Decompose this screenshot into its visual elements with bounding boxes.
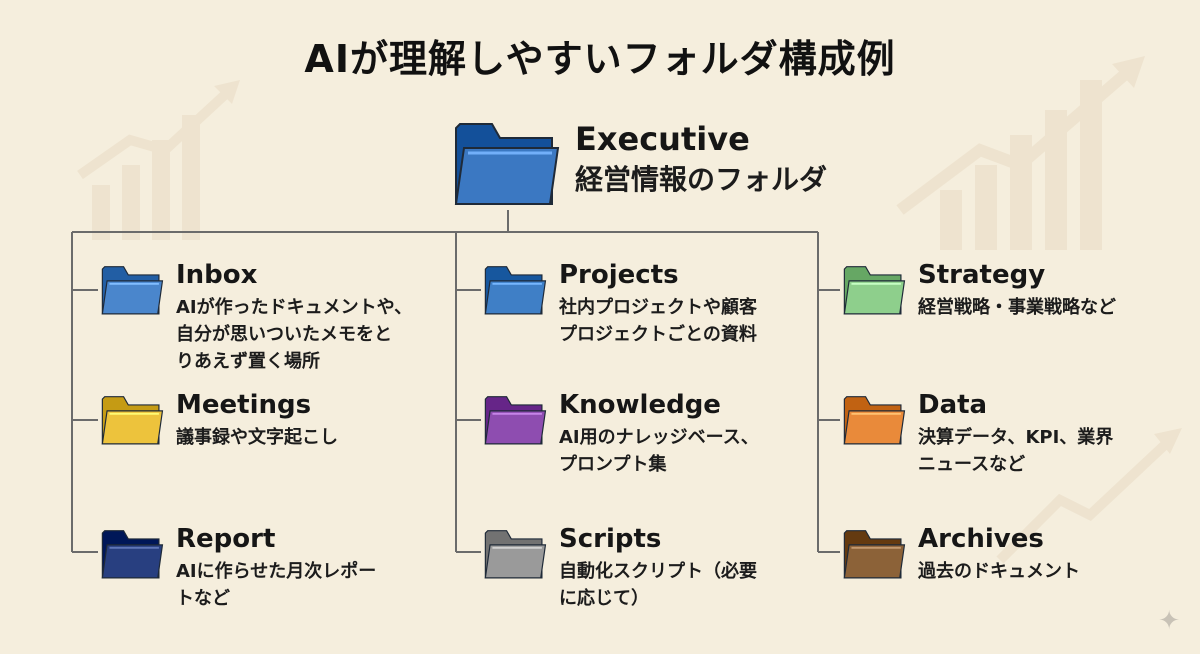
folder-description-line: AIが作ったドキュメントや、 (176, 297, 413, 318)
folder-icon (843, 396, 906, 445)
folder-name: Data (918, 390, 988, 420)
folder-name: Report (176, 524, 276, 554)
folder-icon (101, 266, 164, 315)
folder-description-line: 過去のドキュメント (918, 561, 1080, 582)
folder-icon (843, 530, 906, 579)
folder-desc-executive: 経営情報のフォルダ (575, 163, 828, 196)
folder-name-executive: Executive (575, 120, 750, 158)
folder-data: Data 決算データ、KPI、業界ニュースなど (842, 390, 1182, 502)
folder-icon (101, 396, 164, 445)
folder-description-line: 議事録や文字起こし (176, 427, 338, 448)
folder-archives: Archives 過去のドキュメント (842, 524, 1182, 636)
folder-executive: Executive 経営情報のフォルダ (452, 116, 872, 216)
folder-icon (484, 396, 547, 445)
folder-description-line: ニュースなど (918, 454, 1026, 475)
folder-description-line: 経営戦略・事業戦略など (918, 297, 1116, 318)
folder-name: Scripts (559, 524, 662, 554)
folder-name: Archives (918, 524, 1044, 554)
tree-connector-lines (71, 210, 840, 553)
folder-description-line: りあえず置く場所 (176, 351, 320, 372)
folder-description-line: プロジェクトごとの資料 (559, 324, 757, 345)
folder-description-line: 自動化スクリプト（必要 (559, 561, 757, 582)
folder-icon (843, 266, 906, 315)
folder-description-line: に応じて） (559, 588, 649, 609)
folder-description-line: 決算データ、KPI、業界 (918, 427, 1114, 448)
folder-icon (454, 123, 560, 205)
folder-icon (101, 530, 164, 579)
folder-name: Strategy (918, 260, 1046, 290)
folder-description-line: トなど (176, 588, 230, 609)
folder-strategy: Strategy 経営戦略・事業戦略など (842, 260, 1182, 372)
folder-icon (484, 530, 547, 579)
folder-name: Knowledge (559, 390, 721, 420)
folder-name: Projects (559, 260, 679, 290)
sparkle-icon: ✦ (1158, 606, 1180, 636)
folder-meetings: Meetings 議事録や文字起こし (100, 390, 440, 502)
background-chart-right-decoration (896, 56, 1182, 564)
background-chart-left-decoration (77, 80, 240, 240)
folder-description-line: 自分が思いついたメモをと (176, 324, 392, 345)
folder-icon (484, 266, 547, 315)
folder-scripts: Scripts 自動化スクリプト（必要に応じて） (483, 524, 823, 636)
folder-description-line: 社内プロジェクトや顧客 (559, 297, 757, 318)
folder-name: Meetings (176, 390, 312, 420)
folder-projects: Projects 社内プロジェクトや顧客プロジェクトごとの資料 (483, 260, 823, 372)
folder-description-line: AI用のナレッジベース、 (559, 427, 759, 448)
folder-description-line: プロンプト集 (559, 454, 667, 475)
folder-description-line: AIに作らせた月次レポー (176, 561, 377, 582)
page-title: AIが理解しやすいフォルダ構成例 (304, 37, 896, 81)
folder-name: Inbox (176, 260, 258, 290)
